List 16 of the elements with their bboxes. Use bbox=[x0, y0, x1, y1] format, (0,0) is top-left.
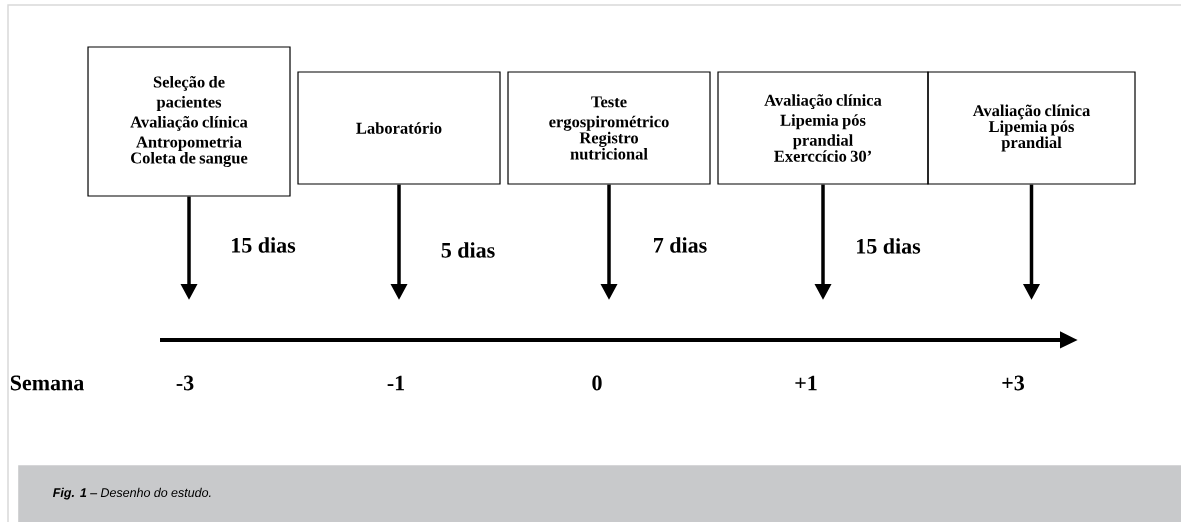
step-box: Avaliação clínica Lipemia pós prandial Exerccício 30’ bbox=[717, 71, 929, 185]
step-box: Laboratório bbox=[297, 71, 501, 185]
week-label: -1 bbox=[387, 375, 405, 391]
week-label: +1 bbox=[795, 375, 817, 391]
caption: Fig. 1 – Desenho do estudo. bbox=[18, 465, 1181, 522]
step-box: Seleção de pacientes Avaliação clínica Antropometria Coleta de sangue bbox=[87, 46, 291, 197]
axis-title: Semana bbox=[10, 375, 84, 391]
week-label: -3 bbox=[176, 375, 194, 391]
week-label: +3 bbox=[1002, 375, 1024, 391]
interval-label: 5 dias bbox=[441, 242, 495, 258]
step-box: Avaliação clínica Lipemia pós prandial bbox=[927, 71, 1136, 185]
interval-label: 15 dias bbox=[232, 237, 296, 253]
step-box: Teste ergospirométrico Registro nutricional bbox=[507, 71, 711, 185]
week-label: 0 bbox=[592, 375, 602, 391]
interval-label: 15 dias bbox=[857, 238, 921, 254]
interval-label: 7 dias bbox=[654, 237, 707, 253]
